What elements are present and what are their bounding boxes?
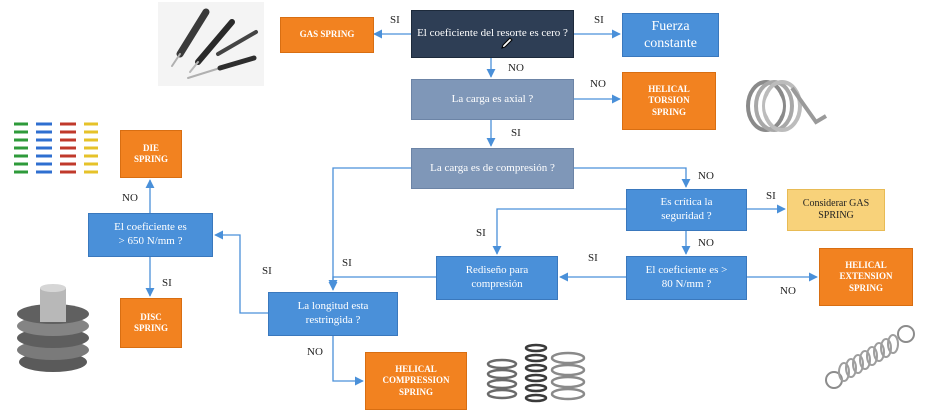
label-axial-si: SI (511, 127, 521, 139)
result-helical-torsion: HELICAL TORSION SPRING (622, 72, 716, 130)
node-coeficiente-650: El coeficiente es > 650 N/mm ? (88, 213, 213, 257)
label-critica-si-left: SI (476, 227, 486, 239)
node-longitud-restringida: La longitud esta restringida ? (268, 292, 398, 336)
result-helical-compression: HELICAL COMPRESSION SPRING (365, 352, 467, 410)
result-fuerza-constante: Fuerza constante (622, 13, 719, 57)
node-coeficiente-80: El coeficiente es > 80 N/mm ? (626, 256, 747, 300)
edge-longitud-compression (332, 336, 364, 386)
result-die-spring: DIE SPRING (120, 130, 182, 178)
result-gas-spring: GAS SPRING (280, 17, 374, 53)
label-coef80-no: NO (780, 285, 796, 297)
edge-compresion-critica (574, 167, 691, 188)
edge-longitud-coef650 (214, 230, 268, 314)
node-carga-compresion: La carga es de compresión ? (411, 148, 574, 189)
edge-compresion-longitud (328, 167, 411, 291)
result-helical-extension: HELICAL EXTENSION SPRING (819, 248, 913, 306)
node-carga-axial: La carga es axial ? (411, 79, 574, 120)
edge-critica-rediseno (492, 208, 626, 255)
extension-spring-photo (825, 325, 915, 389)
label-critica-si: SI (766, 190, 776, 202)
label-longitud-si: SI (262, 265, 272, 277)
die-springs-photo (14, 122, 98, 174)
label-start-si-left: SI (390, 14, 400, 26)
node-critica-seguridad: Es crítica la seguridad ? (626, 189, 747, 231)
label-coef80-si: SI (588, 252, 598, 264)
node-rediseno: Rediseño para compresión (436, 256, 558, 300)
label-axial-no: NO (590, 78, 606, 90)
label-coef650-si: SI (162, 277, 172, 289)
label-compresion-no: NO (698, 170, 714, 182)
torsion-spring-photo (746, 80, 828, 132)
result-disc-spring: DISC SPRING (120, 298, 182, 348)
label-compresion-si: SI (342, 257, 352, 269)
gas-springs-photo (158, 2, 264, 86)
label-start-si-right: SI (594, 14, 604, 26)
node-coeficiente-cero: El coeficiente del resorte es cero ? (411, 10, 574, 58)
label-critica-no: NO (698, 237, 714, 249)
edge-rediseno-longitud (328, 276, 436, 289)
label-coef650-no: NO (122, 192, 138, 204)
label-start-no: NO (508, 62, 524, 74)
disc-spring-photo (17, 284, 89, 372)
label-longitud-no: NO (307, 346, 323, 358)
pencil-cursor-icon (501, 37, 513, 49)
compression-springs-photo (486, 343, 586, 403)
result-considerar-gas: Considerar GAS SPRING (787, 189, 885, 231)
